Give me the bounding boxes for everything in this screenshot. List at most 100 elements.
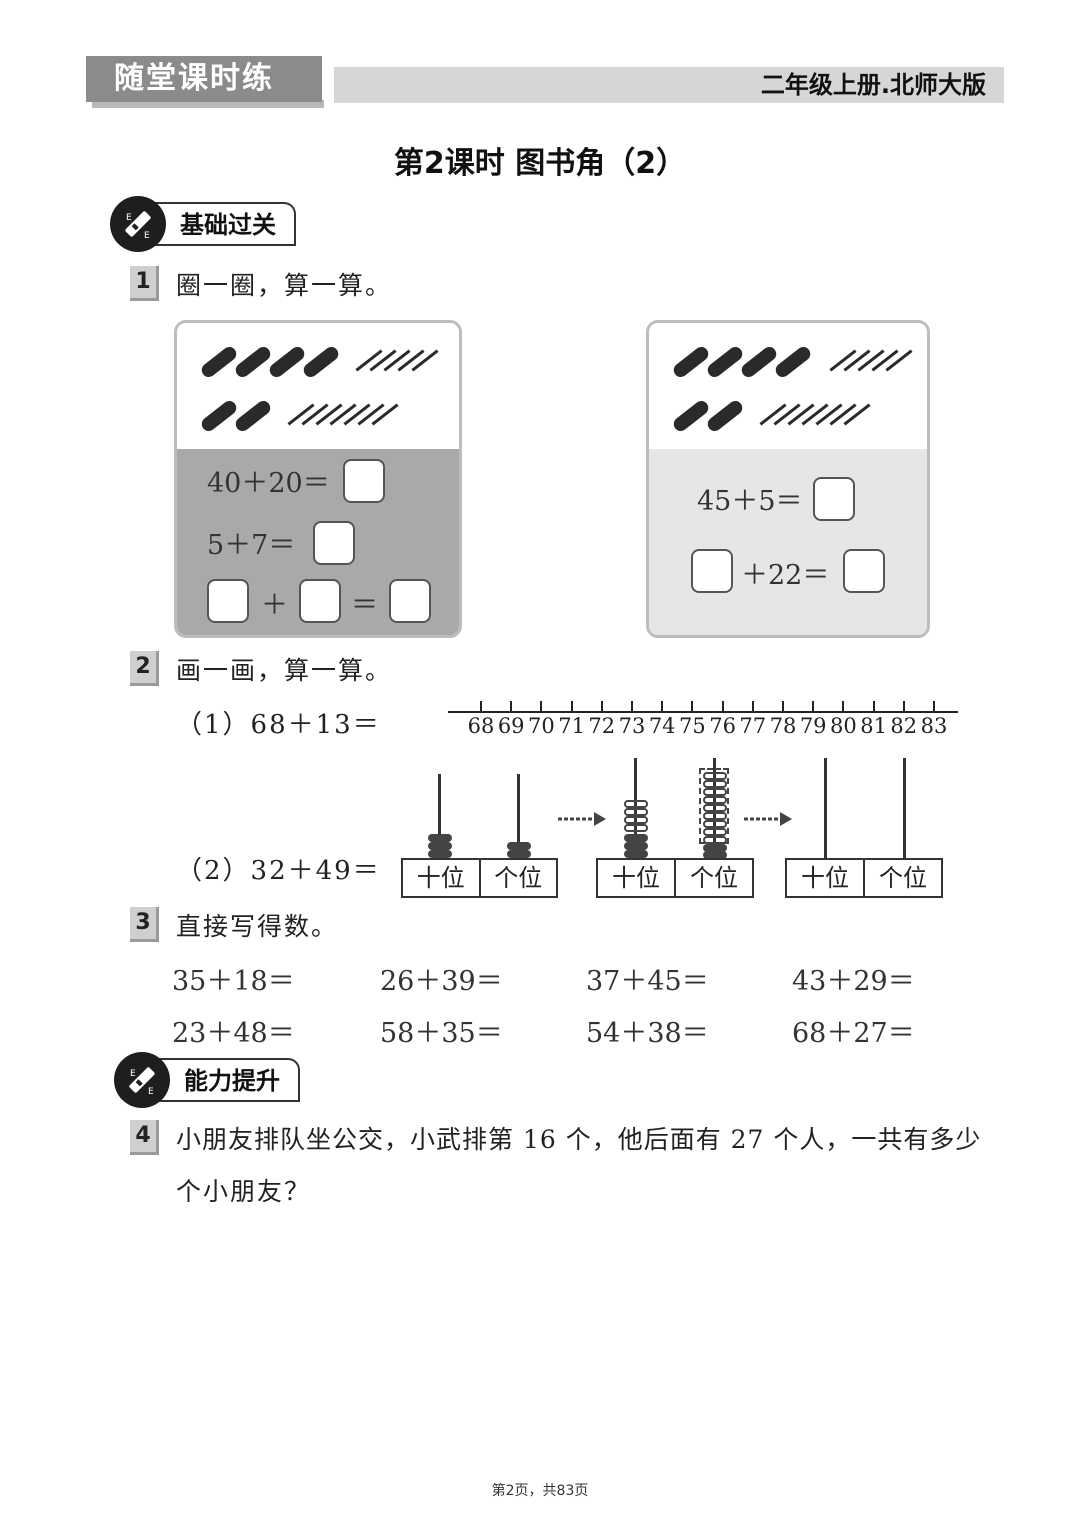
left-eq-2: 5＋7＝ bbox=[207, 530, 296, 561]
number-line-label: 69 bbox=[497, 714, 525, 738]
stick-bundle bbox=[704, 398, 746, 434]
number-line-label: 81 bbox=[860, 714, 887, 738]
calc-problem: 37＋45＝ bbox=[586, 966, 709, 997]
right-eq-2: ＋22＝ bbox=[741, 560, 830, 591]
lesson-title: 第2课时 图书角（2） bbox=[393, 146, 687, 181]
abacus-rod-tens bbox=[824, 758, 827, 858]
stick bbox=[885, 349, 913, 372]
answer-box[interactable] bbox=[389, 579, 431, 623]
stick-bundle bbox=[198, 398, 240, 434]
bead bbox=[703, 844, 727, 852]
number-line-tick bbox=[872, 701, 875, 713]
question-4-line-2: 个小朋友？ bbox=[176, 1177, 312, 1206]
number-line-tick bbox=[631, 701, 633, 713]
tens-label: 十位 bbox=[416, 864, 465, 892]
question-number-3: 3 bbox=[130, 907, 159, 942]
number-line-label: 73 bbox=[618, 714, 646, 738]
question-3-prompt: 直接写得数。 bbox=[176, 912, 339, 941]
stick-bundle bbox=[232, 398, 274, 434]
bead-hollow bbox=[703, 812, 727, 820]
stick-bundle bbox=[300, 344, 342, 380]
right-eq-1: 45＋5＝ bbox=[697, 486, 803, 517]
number-line-tick bbox=[842, 701, 845, 713]
number-line-label: 74 bbox=[648, 714, 676, 738]
grade-edition: 二年级上册.北师大版 bbox=[334, 67, 1004, 103]
number-line-label: 83 bbox=[920, 714, 948, 738]
section-basic-label: 基础过关 bbox=[140, 202, 296, 246]
q1-right-card: 45＋5＝ ＋22＝ bbox=[646, 320, 930, 638]
place-value-box-2: 十位 个位 bbox=[596, 858, 754, 898]
answer-box[interactable] bbox=[207, 579, 249, 623]
place-value-box-1: 十位 个位 bbox=[401, 858, 558, 898]
number-line-label: 72 bbox=[588, 714, 616, 738]
question-1-prompt: 圈一圈，算一算。 bbox=[176, 271, 393, 300]
bead-hollow bbox=[703, 772, 727, 780]
abacus-rod-ones bbox=[903, 758, 906, 858]
bead-hollow bbox=[703, 788, 727, 796]
stick bbox=[371, 403, 399, 426]
answer-box[interactable] bbox=[843, 549, 885, 593]
abacus-rod-tens bbox=[438, 774, 441, 858]
bead-hollow bbox=[703, 828, 727, 836]
question-2-part-1: （1）68＋13＝ bbox=[176, 710, 381, 740]
bead bbox=[507, 850, 531, 858]
answer-box[interactable] bbox=[313, 521, 355, 565]
header-tab-shadow bbox=[92, 100, 324, 108]
place-value-box-3: 十位 个位 bbox=[785, 858, 943, 898]
tens-label: 十位 bbox=[612, 864, 660, 892]
calc-problem: 43＋29＝ bbox=[792, 966, 915, 997]
answer-box[interactable] bbox=[691, 549, 733, 593]
bead bbox=[703, 851, 727, 859]
right-card-equations-area: 45＋5＝ ＋22＝ bbox=[649, 449, 927, 635]
equals-sign: ＝ bbox=[351, 590, 378, 621]
svg-text:E: E bbox=[130, 1069, 136, 1079]
bead-hollow bbox=[703, 796, 727, 804]
ones-label: 个位 bbox=[478, 860, 557, 896]
stick-bundle bbox=[738, 344, 780, 380]
bead bbox=[428, 842, 452, 850]
calc-problem: 54＋38＝ bbox=[586, 1018, 709, 1049]
question-2-prompt: 画一画，算一算。 bbox=[176, 656, 393, 685]
number-line-tick bbox=[661, 701, 664, 713]
bead bbox=[428, 850, 452, 858]
left-card-equations-area: 40＋20＝ 5＋7＝ ＋ ＝ bbox=[177, 449, 459, 635]
number-line-tick bbox=[721, 701, 724, 713]
number-line-label: 80 bbox=[830, 714, 857, 738]
bead-hollow bbox=[703, 804, 727, 812]
stick-bundle bbox=[670, 344, 712, 380]
answer-box[interactable] bbox=[299, 579, 341, 623]
number-line-axis bbox=[448, 711, 958, 713]
ones-label: 个位 bbox=[863, 860, 941, 896]
number-line-label: 76 bbox=[709, 714, 736, 738]
number-line-tick bbox=[570, 701, 573, 713]
stick-bundle bbox=[232, 344, 274, 380]
bead-hollow bbox=[703, 836, 727, 844]
left-eq-1: 40＋20＝ bbox=[207, 468, 330, 499]
number-line-label: 79 bbox=[799, 714, 827, 738]
answer-box[interactable] bbox=[343, 459, 385, 503]
bead bbox=[624, 842, 648, 850]
arrow-right-icon bbox=[556, 810, 608, 832]
stick bbox=[843, 403, 871, 426]
number-line-tick bbox=[751, 701, 754, 713]
bead-hollow bbox=[624, 808, 648, 816]
calc-problem: 58＋35＝ bbox=[380, 1018, 503, 1049]
right-card-sticks-area bbox=[649, 323, 927, 449]
bead-hollow bbox=[624, 800, 648, 808]
answer-box[interactable] bbox=[813, 477, 855, 521]
stick bbox=[411, 349, 439, 372]
bead-hollow bbox=[703, 780, 727, 788]
abacus-rod-ones bbox=[517, 774, 520, 858]
q1-left-card: 40＋20＝ 5＋7＝ ＋ ＝ bbox=[174, 320, 462, 638]
number-line-label: 68 bbox=[467, 714, 495, 738]
calc-problem: 23＋48＝ bbox=[172, 1018, 295, 1049]
number-line-label: 78 bbox=[769, 714, 797, 738]
calc-problem: 68＋27＝ bbox=[792, 1018, 915, 1049]
question-number-4: 4 bbox=[130, 1120, 159, 1155]
bead bbox=[624, 834, 648, 842]
section-advanced-label: 能力提升 bbox=[144, 1058, 300, 1102]
number-line-label: 77 bbox=[739, 714, 767, 738]
number-line-tick bbox=[691, 701, 694, 713]
